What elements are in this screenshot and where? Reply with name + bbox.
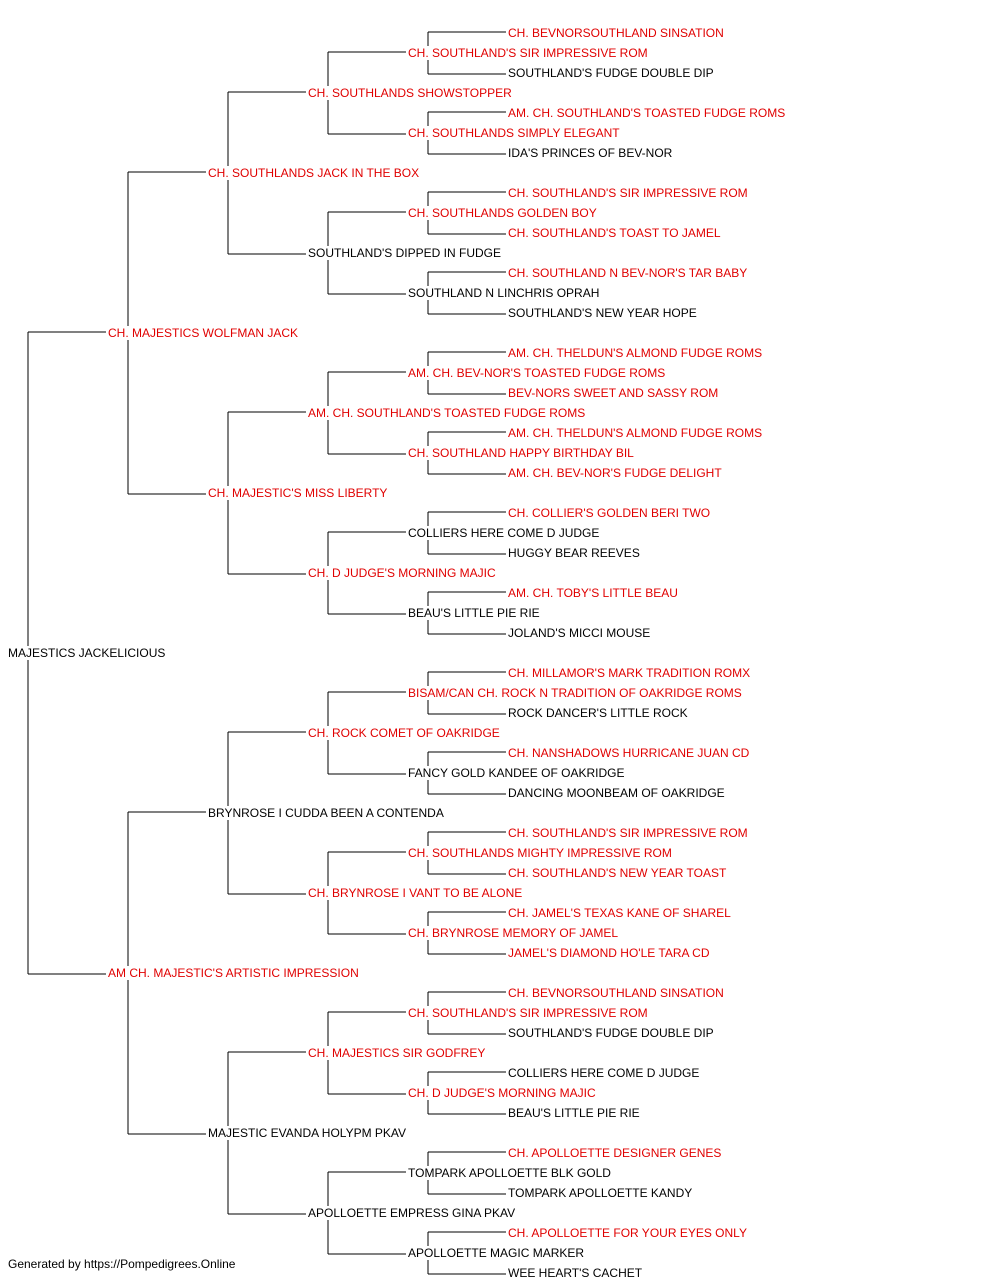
dog-name-root-d-d-s-s-s[interactable]: CH. BEVNORSOUTHLAND SINSATION [508,986,724,1000]
dog-name-root-d-s-s[interactable]: CH. ROCK COMET OF OAKRIDGE [308,726,500,740]
dog-name-root-d-d-s-d-d[interactable]: BEAU'S LITTLE PIE RIE [508,1106,640,1120]
dog-name-root-d-d-d-s-s[interactable]: CH. APOLLOETTE DESIGNER GENES [508,1146,721,1160]
dog-name-root-d-d-s-d[interactable]: CH. D JUDGE'S MORNING MAJIC [408,1086,596,1100]
dog-name-root-d-s-d-s-d[interactable]: CH. SOUTHLAND'S NEW YEAR TOAST [508,866,727,880]
dog-name-root-s-d-d[interactable]: CH. D JUDGE'S MORNING MAJIC [308,566,496,580]
dog-name-root-s-s-s-d-d[interactable]: IDA'S PRINCES OF BEV-NOR [508,146,673,160]
dog-name-root-d-s-s-d-s[interactable]: CH. NANSHADOWS HURRICANE JUAN CD [508,746,750,760]
dog-name-root[interactable]: MAJESTICS JACKELICIOUS [8,646,165,660]
dog-name-root-s-s-d-s-s[interactable]: CH. SOUTHLAND'S SIR IMPRESSIVE ROM [508,186,748,200]
dog-name-root-d-d-s-s-d[interactable]: SOUTHLAND'S FUDGE DOUBLE DIP [508,1026,714,1040]
dog-name-root-s-d-d-d[interactable]: BEAU'S LITTLE PIE RIE [408,606,540,620]
dog-name-root-d-d-s-d-s[interactable]: COLLIERS HERE COME D JUDGE [508,1066,699,1080]
dog-name-root-s-s-d-d-s[interactable]: CH. SOUTHLAND N BEV-NOR'S TAR BABY [508,266,747,280]
dog-name-root-d[interactable]: AM CH. MAJESTIC'S ARTISTIC IMPRESSION [108,966,359,980]
dog-name-root-s-d-s-s[interactable]: AM. CH. BEV-NOR'S TOASTED FUDGE ROMS [408,366,665,380]
dog-name-root-s-s-d-s-d[interactable]: CH. SOUTHLAND'S TOAST TO JAMEL [508,226,721,240]
dog-name-root-s-d-d-s-d[interactable]: HUGGY BEAR REEVES [508,546,640,560]
dog-name-root-d-s[interactable]: BRYNROSE I CUDDA BEEN A CONTENDA [208,806,444,820]
dog-name-root-d-d-d-d[interactable]: APOLLOETTE MAGIC MARKER [408,1246,584,1260]
dog-name-root-s-d-d-d-d[interactable]: JOLAND'S MICCI MOUSE [508,626,650,640]
dog-name-root-s-s-d-s[interactable]: CH. SOUTHLANDS GOLDEN BOY [408,206,597,220]
dog-name-root-s-d-d-d-s[interactable]: AM. CH. TOBY'S LITTLE BEAU [508,586,678,600]
dog-name-root-s-d-d-s[interactable]: COLLIERS HERE COME D JUDGE [408,526,599,540]
dog-name-root-s[interactable]: CH. MAJESTICS WOLFMAN JACK [108,326,298,340]
dog-name-root-s-s-s[interactable]: CH. SOUTHLANDS SHOWSTOPPER [308,86,512,100]
dog-name-root-d-s-d-s-s[interactable]: CH. SOUTHLAND'S SIR IMPRESSIVE ROM [508,826,748,840]
dog-name-root-d-s-s-d[interactable]: FANCY GOLD KANDEE OF OAKRIDGE [408,766,625,780]
footer-credit: Generated by https://Pompedigrees.Online [8,1257,236,1271]
dog-name-root-s-d-s-d-s[interactable]: AM. CH. THELDUN'S ALMOND FUDGE ROMS [508,426,762,440]
dog-name-root-d-s-d-d[interactable]: CH. BRYNROSE MEMORY OF JAMEL [408,926,618,940]
dog-name-root-s-s-s-d[interactable]: CH. SOUTHLANDS SIMPLY ELEGANT [408,126,620,140]
dog-name-root-s-d-s-d[interactable]: CH. SOUTHLAND HAPPY BIRTHDAY BIL [408,446,634,460]
dog-name-root-s-d-s-s-d[interactable]: BEV-NORS SWEET AND SASSY ROM [508,386,718,400]
dog-name-root-d-d-d-d-d[interactable]: WEE HEART'S CACHET [508,1266,643,1280]
dog-name-root-s-s-s-s-s[interactable]: CH. BEVNORSOUTHLAND SINSATION [508,26,724,40]
dog-name-root-d-d-s[interactable]: CH. MAJESTICS SIR GODFREY [308,1046,485,1060]
dog-name-root-d-s-s-s-s[interactable]: CH. MILLAMOR'S MARK TRADITION ROMX [508,666,750,680]
dog-name-root-s-s-d-d-d[interactable]: SOUTHLAND'S NEW YEAR HOPE [508,306,697,320]
dog-name-root-d-s-s-s-d[interactable]: ROCK DANCER'S LITTLE ROCK [508,706,688,720]
dog-name-root-s-s-s-d-s[interactable]: AM. CH. SOUTHLAND'S TOASTED FUDGE ROMS [508,106,785,120]
dog-name-root-s-s[interactable]: CH. SOUTHLANDS JACK IN THE BOX [208,166,419,180]
dog-name-root-d-d-d-s-d[interactable]: TOMPARK APOLLOETTE KANDY [508,1186,692,1200]
dog-name-root-s-s-d[interactable]: SOUTHLAND'S DIPPED IN FUDGE [308,246,501,260]
dog-name-root-s-s-s-s[interactable]: CH. SOUTHLAND'S SIR IMPRESSIVE ROM [408,46,648,60]
dog-name-root-s-d-d-s-s[interactable]: CH. COLLIER'S GOLDEN BERI TWO [508,506,710,520]
dog-name-root-d-s-d[interactable]: CH. BRYNROSE I VANT TO BE ALONE [308,886,522,900]
dog-name-root-d-s-d-d-d[interactable]: JAMEL'S DIAMOND HO'LE TARA CD [508,946,710,960]
dog-name-root-d-d-d-s[interactable]: TOMPARK APOLLOETTE BLK GOLD [408,1166,611,1180]
dog-name-root-d-s-d-d-s[interactable]: CH. JAMEL'S TEXAS KANE OF SHAREL [508,906,731,920]
dog-name-root-s-d-s-d-d[interactable]: AM. CH. BEV-NOR'S FUDGE DELIGHT [508,466,722,480]
dog-name-root-s-d[interactable]: CH. MAJESTIC'S MISS LIBERTY [208,486,387,500]
dog-name-root-s-d-s-s-s[interactable]: AM. CH. THELDUN'S ALMOND FUDGE ROMS [508,346,762,360]
dog-name-root-s-s-s-s-d[interactable]: SOUTHLAND'S FUDGE DOUBLE DIP [508,66,714,80]
dog-name-root-d-d[interactable]: MAJESTIC EVANDA HOLYPM PKAV [208,1126,406,1140]
dog-name-root-d-s-d-s[interactable]: CH. SOUTHLANDS MIGHTY IMPRESSIVE ROM [408,846,672,860]
dog-name-root-d-d-s-s[interactable]: CH. SOUTHLAND'S SIR IMPRESSIVE ROM [408,1006,648,1020]
dog-name-root-d-s-s-s[interactable]: BISAM/CAN CH. ROCK N TRADITION OF OAKRID… [408,686,742,700]
dog-name-root-d-s-s-d-d[interactable]: DANCING MOONBEAM OF OAKRIDGE [508,786,725,800]
dog-name-root-s-s-d-d[interactable]: SOUTHLAND N LINCHRIS OPRAH [408,286,599,300]
dog-name-root-d-d-d[interactable]: APOLLOETTE EMPRESS GINA PKAV [308,1206,515,1220]
dog-name-root-d-d-d-d-s[interactable]: CH. APOLLOETTE FOR YOUR EYES ONLY [508,1226,747,1240]
dog-name-root-s-d-s[interactable]: AM. CH. SOUTHLAND'S TOASTED FUDGE ROMS [308,406,585,420]
